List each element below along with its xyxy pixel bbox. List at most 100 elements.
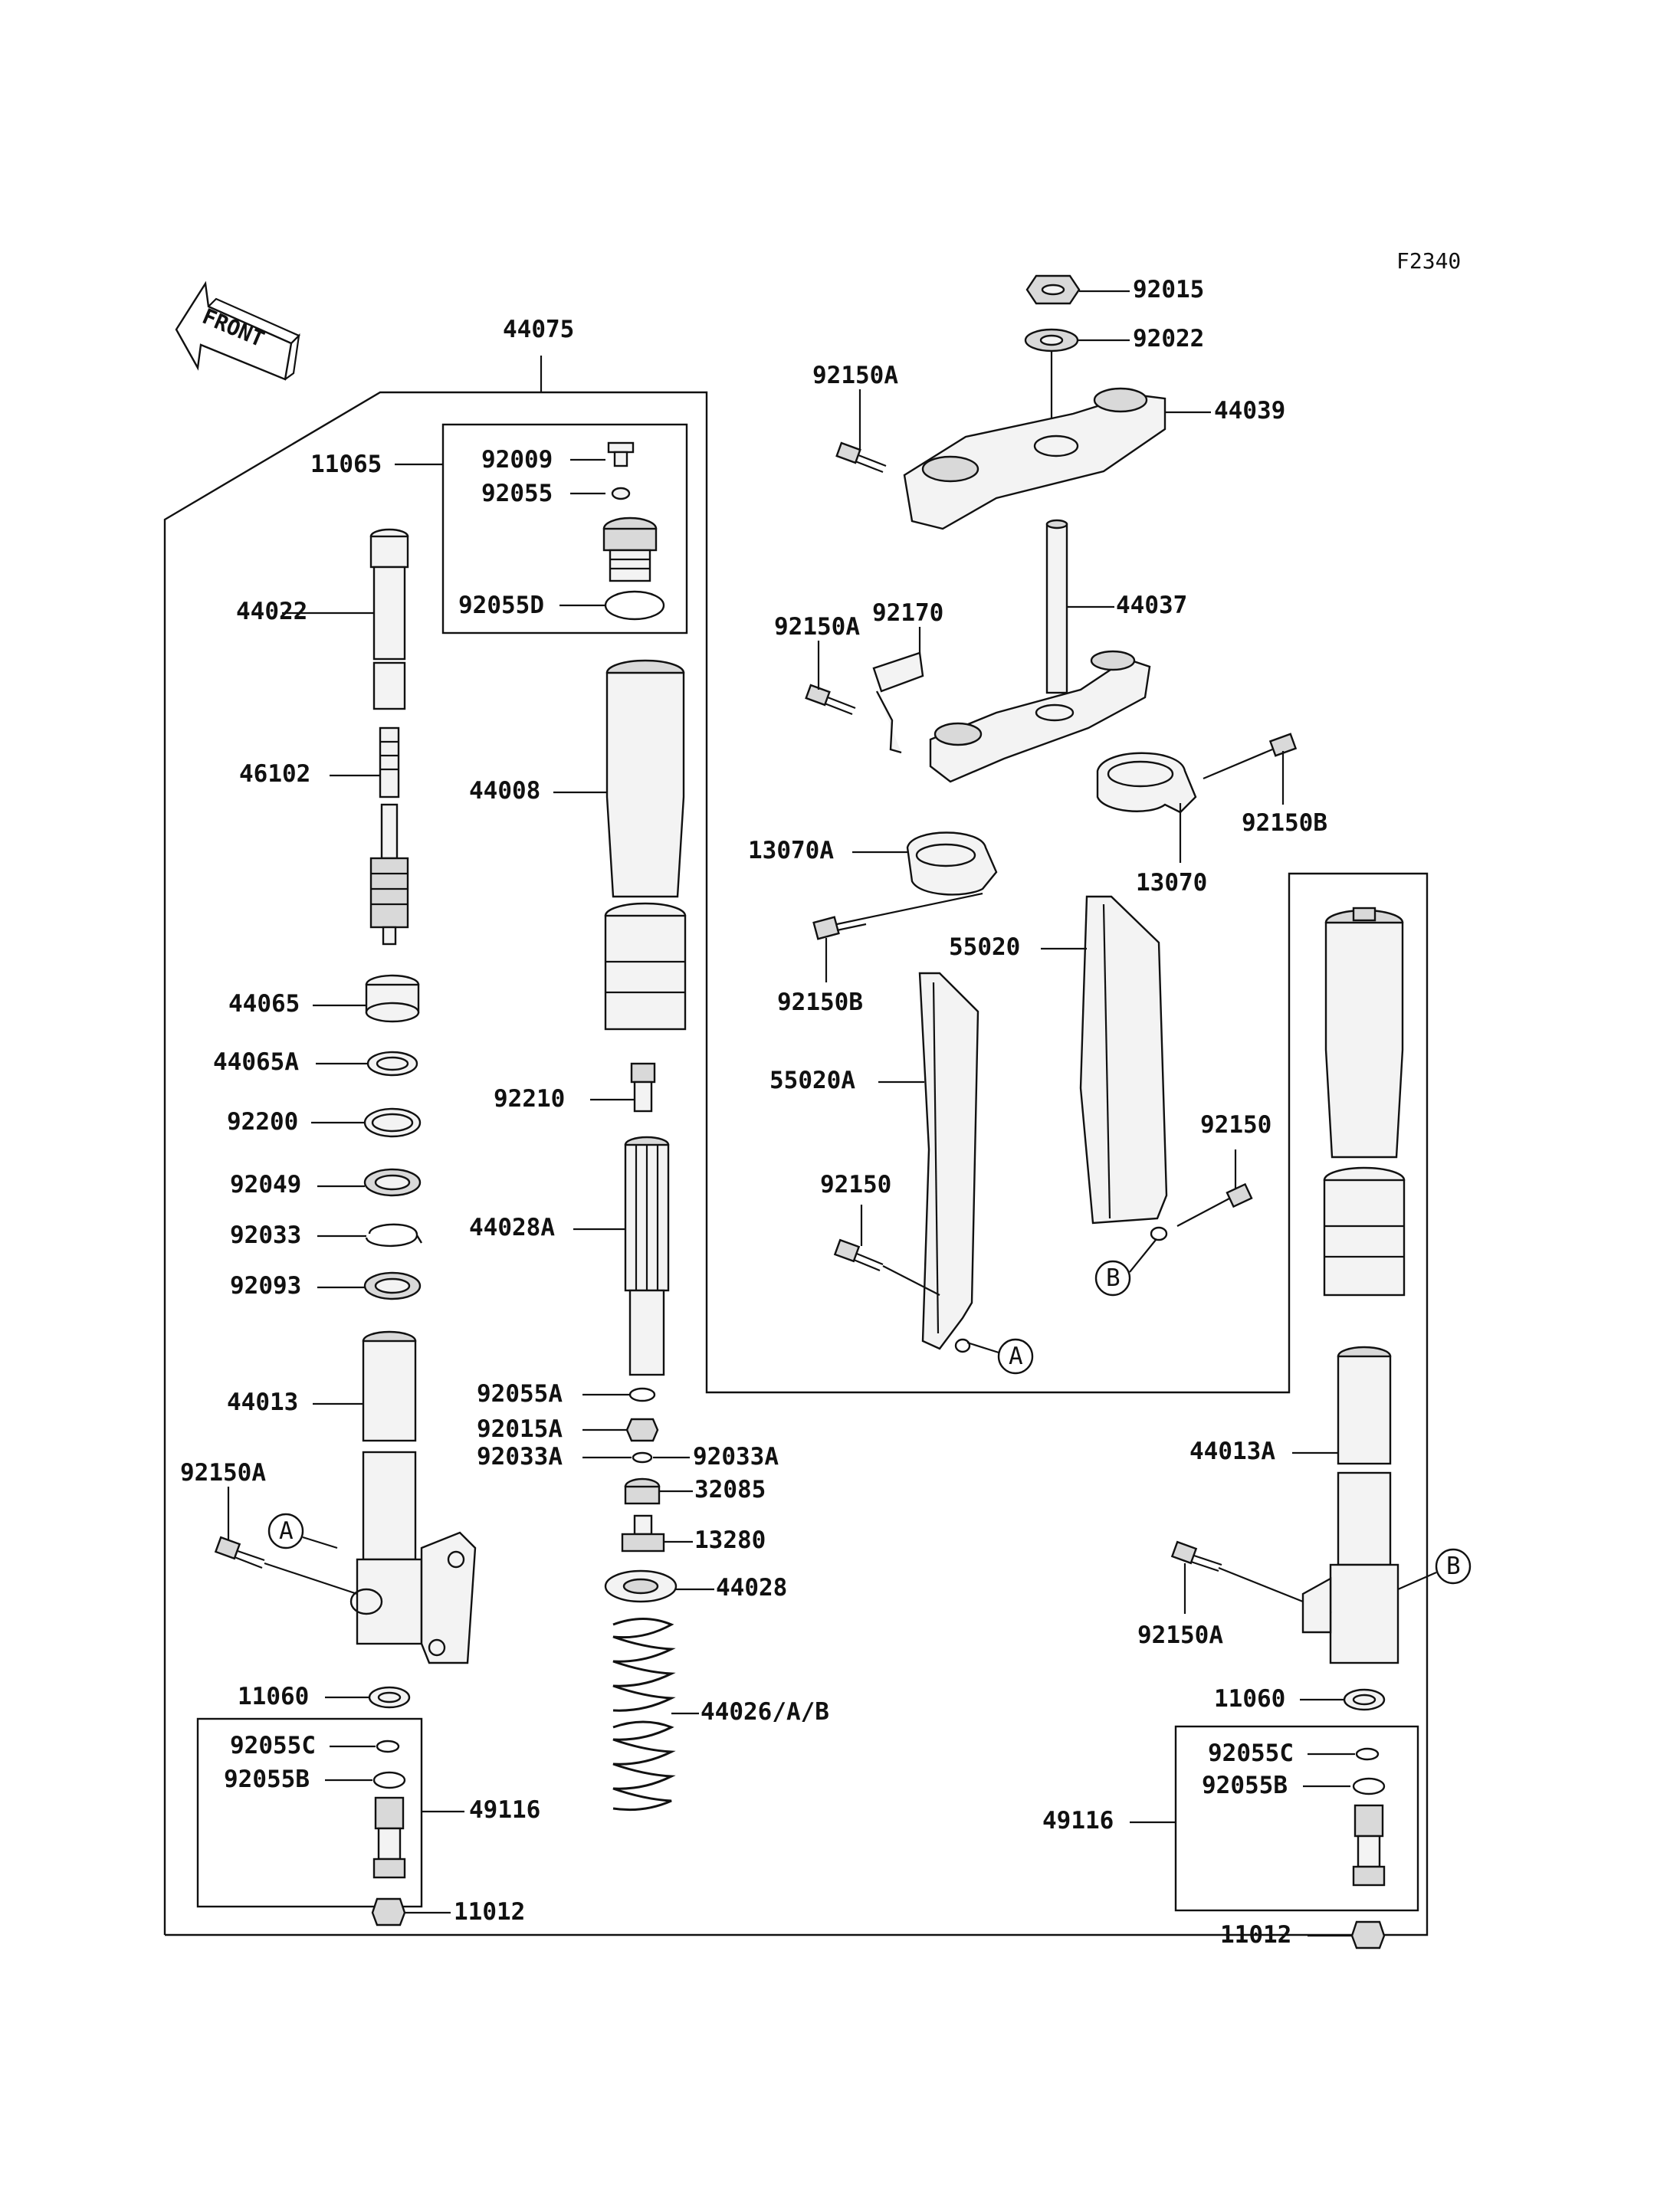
outer-tube-44013A: 44013A <box>1189 1346 1399 1664</box>
marker-b-right: B <box>1397 1548 1472 1591</box>
callout-92210: 92210 <box>494 1085 565 1113</box>
callout-44039: 44039 <box>1214 397 1285 425</box>
callout-11060-left: 11060 <box>238 1683 309 1710</box>
callout-44028: 44028 <box>716 1574 787 1602</box>
callout-92055B-right: 92055B <box>1202 1772 1288 1799</box>
nut-92210: 92210 <box>494 1062 656 1113</box>
callout-92033A-left: 92033A <box>477 1443 563 1471</box>
marker-a-mid: A <box>966 1338 1034 1375</box>
nut-11012-left: 11012 <box>371 1897 525 1926</box>
assembly-44075-outline: 44075 <box>163 316 1429 1936</box>
callout-32085: 32085 <box>694 1476 766 1503</box>
callout-44013: 44013 <box>227 1389 298 1416</box>
guard-55020: 55020 <box>949 895 1168 1241</box>
dust-seal-92093: 92093 <box>230 1271 422 1300</box>
marker-a-left: A <box>267 1513 338 1549</box>
front-arrow-icon: FRONT <box>175 280 300 381</box>
bolt-92150B-right: 92150B <box>1203 733 1327 837</box>
bolt-92150A-left: 92150A <box>180 1459 358 1595</box>
bolt-92150A-mid: 92150A <box>774 613 860 716</box>
stem-44037: 44037 <box>929 519 1187 783</box>
nut-92015: 92015 <box>1025 274 1204 305</box>
spring-44026: 44026/A/B <box>612 1618 829 1812</box>
callout-11065: 11065 <box>310 451 382 478</box>
inner-tube-right <box>1323 907 1406 1297</box>
marker-a-mid-text: A <box>1009 1343 1023 1370</box>
callout-92170: 92170 <box>872 599 943 627</box>
callout-92033A-right: 92033A <box>693 1443 779 1471</box>
part-32085: 32085 <box>624 1476 766 1505</box>
callout-49116-right: 49116 <box>1042 1807 1114 1835</box>
marker-a-left-text: A <box>279 1517 294 1545</box>
oring-92055A: 92055A <box>477 1380 656 1408</box>
kit-11065: 11065 92009 92055 92055D <box>310 423 688 635</box>
callout-92015: 92015 <box>1133 276 1204 303</box>
callout-49116-left: 49116 <box>469 1796 540 1824</box>
callout-44022: 44022 <box>236 598 307 625</box>
bolt-92150A-right: 92150A <box>1137 1540 1304 1649</box>
callout-11060-right: 11060 <box>1214 1685 1285 1713</box>
washer-92022: 92022 <box>1024 325 1204 429</box>
washer-92200: 92200 <box>227 1107 422 1138</box>
callout-46102: 46102 <box>239 760 310 788</box>
callout-11012-left: 11012 <box>454 1898 525 1926</box>
callout-92055D: 92055D <box>458 592 544 619</box>
callout-92150B-right: 92150B <box>1242 809 1327 837</box>
callout-44065A: 44065A <box>213 1048 299 1076</box>
nut-11012-right: 11012 <box>1220 1920 1386 1949</box>
callout-92055C-left: 92055C <box>230 1732 316 1759</box>
bolt-92150-right: 92150 <box>1176 1111 1271 1227</box>
inner-tube-44008: 44008 <box>469 659 687 1031</box>
callout-44028A: 44028A <box>469 1214 555 1241</box>
seal-92049: 92049 <box>230 1168 422 1199</box>
seat-44028: 44028 <box>604 1569 787 1603</box>
callout-44013A: 44013A <box>1189 1438 1275 1465</box>
callout-55020: 55020 <box>949 933 1020 961</box>
part-46102: 46102 <box>239 726 409 946</box>
valve-49116-right <box>1352 1804 1386 1887</box>
callout-92150-mid: 92150 <box>820 1171 891 1199</box>
callout-13070A: 13070A <box>748 837 834 864</box>
callout-92150A-left: 92150A <box>180 1459 266 1487</box>
bolt-92150B-mid: 92150B <box>777 892 983 1016</box>
kit-49116-right: 92055C 92055B 49116 <box>1042 1725 1419 1912</box>
washer-11060-left: 11060 <box>238 1683 411 1710</box>
upper-clamp-44039: 44039 <box>903 387 1285 530</box>
part-44022: 44022 <box>236 528 409 710</box>
callout-44075: 44075 <box>503 316 574 343</box>
callout-92033: 92033 <box>230 1221 301 1249</box>
callout-92150A-right: 92150A <box>1137 1622 1223 1649</box>
callout-13280: 13280 <box>694 1526 766 1554</box>
callout-11012-right: 11012 <box>1220 1921 1291 1949</box>
screw-92009 <box>607 441 635 467</box>
callout-92009: 92009 <box>481 446 553 474</box>
bolt-92150-mid: 92150 <box>820 1171 940 1296</box>
callout-44065: 44065 <box>228 990 300 1018</box>
callout-44026: 44026/A/B <box>701 1698 829 1726</box>
marker-b-mid-text: B <box>1106 1264 1121 1292</box>
circlip-92033: 92033 <box>230 1221 423 1249</box>
clamp-13070A: 13070A <box>748 831 998 896</box>
callout-92022: 92022 <box>1133 325 1204 353</box>
callout-92055B-left: 92055B <box>224 1766 310 1793</box>
marker-b-mid: B <box>1094 1239 1157 1297</box>
valve-49116-left <box>372 1796 406 1879</box>
fork-cap-bolt <box>602 516 658 582</box>
callout-92093: 92093 <box>230 1272 301 1300</box>
diagram-code: F2340 <box>1396 248 1461 274</box>
clip-92033A: 92033A 92033A <box>477 1443 779 1471</box>
callout-92150-right: 92150 <box>1200 1111 1271 1139</box>
callout-44008: 44008 <box>469 777 540 805</box>
callout-92150A-top: 92150A <box>812 362 898 389</box>
bushing-44065A: 44065A <box>213 1048 418 1077</box>
bushing-44065: 44065 <box>228 974 420 1023</box>
callout-92049: 92049 <box>230 1171 301 1199</box>
callout-92055C-right: 92055C <box>1208 1740 1294 1767</box>
bolt-92150A-top: 92150A <box>812 362 898 474</box>
callout-92015A: 92015A <box>477 1415 563 1443</box>
washer-11060-right: 11060 <box>1214 1685 1386 1713</box>
clamp-13070: 13070 <box>1096 752 1207 897</box>
guard-55020A: 55020A <box>769 972 979 1353</box>
marker-b-right-text: B <box>1446 1553 1461 1580</box>
